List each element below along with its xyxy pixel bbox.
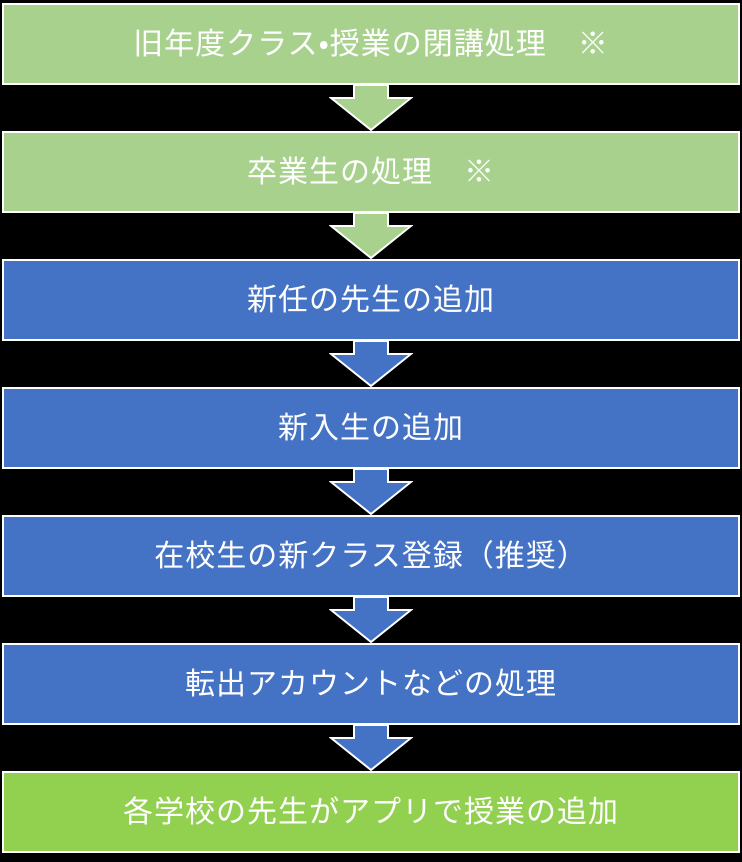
flow-step-3: 新任の先生の追加 [2, 259, 740, 341]
flow-step-3-label: 新任の先生の追加 [247, 283, 495, 317]
down-arrow-icon [329, 341, 413, 387]
arrow-row-6 [0, 725, 742, 771]
arrow-row-1 [0, 85, 742, 131]
flow-step-6-label: 転出アカウントなどの処理 [185, 667, 557, 701]
arrow-row-3 [0, 341, 742, 387]
down-arrow-icon [329, 213, 413, 259]
down-arrow-icon [329, 597, 413, 643]
flow-step-1: 旧年度クラス・授業の閉講処理 ※ [2, 3, 740, 85]
down-arrow-icon [329, 469, 413, 515]
flow-step-4: 新入生の追加 [2, 387, 740, 469]
arrow-row-5 [0, 597, 742, 643]
flow-step-2-label: 卒業生の処理 ※ [247, 155, 495, 189]
flow-step-1-label: 旧年度クラス・授業の閉講処理 ※ [133, 27, 609, 61]
flow-step-7: 各学校の先生がアプリで授業の追加 [2, 771, 740, 853]
arrow-row-2 [0, 213, 742, 259]
flow-step-5: 在校生の新クラス登録（推奨） [2, 515, 740, 597]
arrow-row-4 [0, 469, 742, 515]
flow-step-6: 転出アカウントなどの処理 [2, 643, 740, 725]
flow-step-5-label: 在校生の新クラス登録（推奨） [154, 539, 588, 573]
flow-step-4-label: 新入生の追加 [278, 411, 464, 445]
down-arrow-icon [329, 725, 413, 771]
flow-step-7-label: 各学校の先生がアプリで授業の追加 [123, 795, 619, 829]
down-arrow-icon [329, 85, 413, 131]
flow-step-2: 卒業生の処理 ※ [2, 131, 740, 213]
